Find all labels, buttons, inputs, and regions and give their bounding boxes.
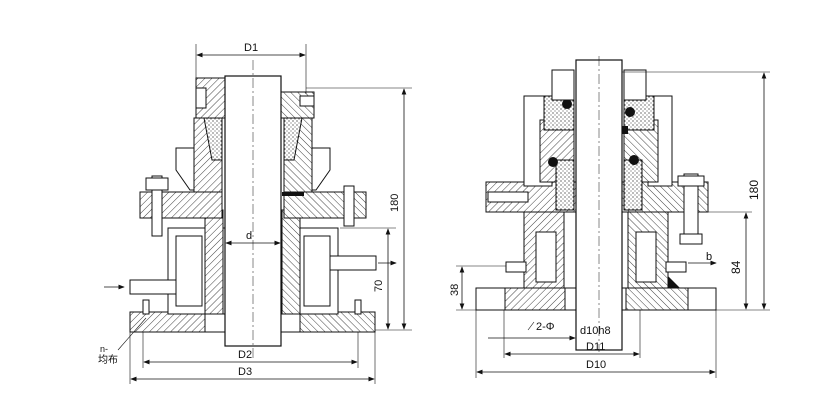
- right-oring-4: [629, 155, 639, 165]
- h180-label: 180: [389, 194, 401, 212]
- d10h8-label: d10h8: [580, 325, 611, 337]
- left-chamber-l: [175, 235, 203, 307]
- right-chamber-r: [635, 231, 657, 283]
- right-gland-nut-bot: [679, 233, 703, 245]
- right-port-r: [665, 261, 687, 273]
- b-label: b: [706, 251, 712, 263]
- right-base-section-l: [504, 287, 566, 311]
- right-gland-slot-l: [487, 191, 529, 203]
- right-oring-1: [562, 99, 572, 109]
- left-inlet-nozzle: [129, 279, 177, 295]
- left-flange-bolt-l: [142, 299, 150, 315]
- r38-label: 38: [449, 284, 461, 296]
- left-outlet-nozzle: [329, 255, 377, 271]
- right-collar-l: [551, 69, 575, 101]
- right-oring-2: [625, 107, 635, 117]
- d-label: d: [246, 230, 252, 242]
- right-gland-nut: [677, 175, 705, 187]
- left-chamber-r: [303, 235, 331, 307]
- right-stationary-r: [623, 159, 643, 211]
- left-seal-drawing: D1 d 180 70 D2 D3 n- 均布: [98, 42, 412, 384]
- left-gland-bolt-r: [343, 185, 355, 227]
- note-junbu: 均布: [98, 354, 118, 366]
- d2-label: D2: [238, 349, 252, 361]
- left-gland-bolt-l: [151, 175, 163, 237]
- phi-leader: [527, 321, 535, 331]
- d3-label: D3: [238, 366, 252, 378]
- d11-label: D11: [586, 341, 605, 353]
- d1-label: D1: [244, 42, 258, 54]
- right-oring-3: [548, 157, 558, 167]
- right-pin: [622, 126, 628, 134]
- left-inner-sleeve-l: [204, 209, 224, 315]
- note-leader: [117, 317, 147, 351]
- left-inner-sleeve-r: [281, 209, 301, 315]
- left-setscrew-r: [299, 95, 315, 107]
- right-base-section-r: [625, 287, 689, 311]
- note-n: n-: [100, 344, 108, 354]
- phi-label: 2-Φ: [536, 321, 555, 333]
- left-flange-bolt-r: [354, 299, 362, 315]
- d10-label: D10: [586, 359, 606, 371]
- right-stationary-l: [555, 159, 575, 211]
- right-seal-drawing: 180 84 b 38 2-Φ d10h8 D11 D10: [449, 56, 770, 378]
- left-base-flange-left-section: [129, 311, 206, 333]
- left-setscrew-l: [195, 87, 207, 109]
- left-gland-nut-l: [145, 177, 169, 191]
- right-chamber-l: [535, 231, 557, 283]
- r180-label: 180: [747, 180, 761, 200]
- right-collar-r: [623, 69, 647, 101]
- left-base-flange-right-section: [299, 311, 376, 333]
- left-key-mark: [282, 192, 304, 196]
- right-port-l: [505, 261, 527, 273]
- r84-label: 84: [729, 260, 743, 274]
- h70-label: 70: [373, 280, 385, 292]
